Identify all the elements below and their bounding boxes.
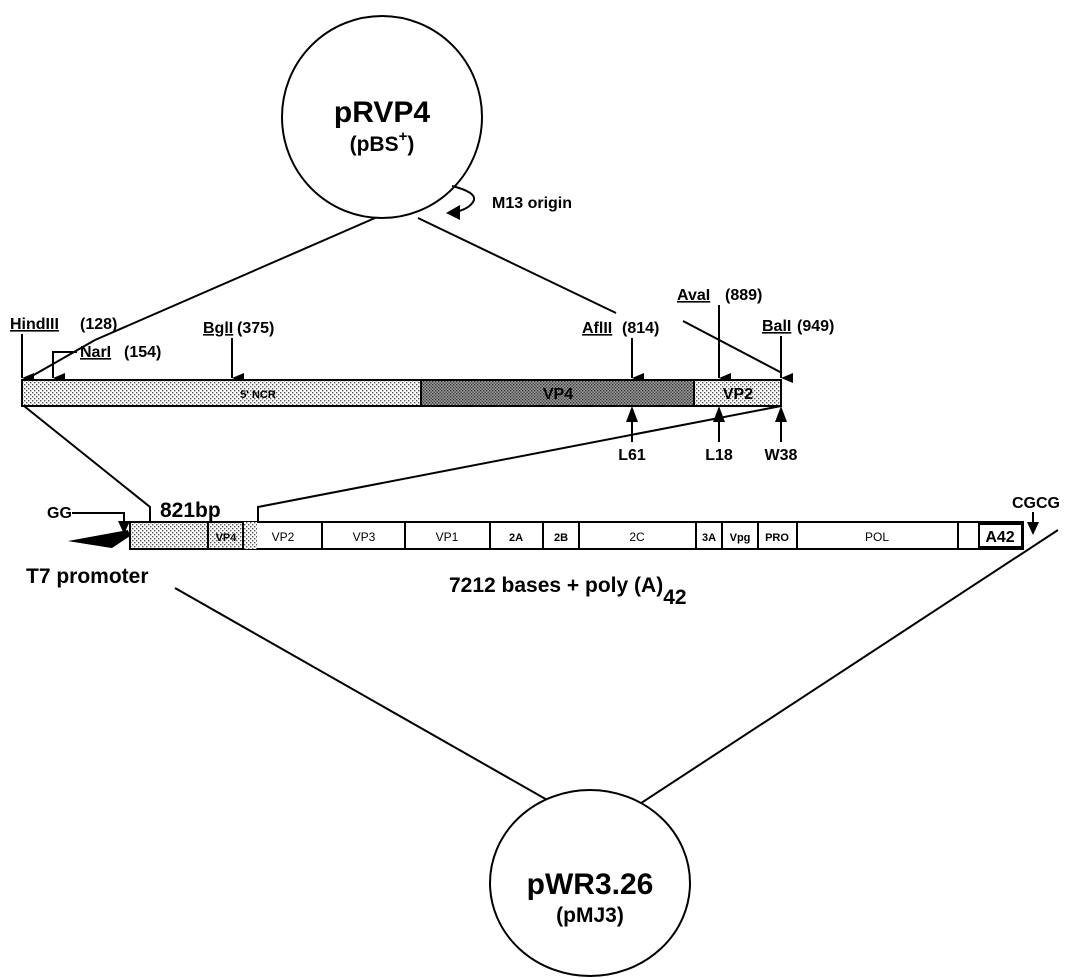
mutations: L61 L18 W38 bbox=[618, 406, 798, 464]
plasmid-pwr326: pWR3.26 (pMJ3) bbox=[489, 789, 691, 977]
genome-segment-pro-label: PRO bbox=[765, 532, 789, 544]
site-bgli-enzyme: BglI bbox=[203, 320, 233, 337]
site-hindiii-pos: (128) bbox=[80, 316, 117, 333]
plasmid-prvp4-sub: (pBS+) bbox=[350, 128, 415, 156]
mutation-w38-label: W38 bbox=[765, 447, 798, 464]
site-hindiii: HindIII (128) bbox=[10, 316, 117, 383]
site-bali: BalI (949) bbox=[762, 318, 834, 383]
gg-arrowhead bbox=[118, 521, 130, 534]
fragment-length-label: 821bp bbox=[160, 499, 221, 522]
genome-segment-polya-label: A42 bbox=[985, 529, 1014, 546]
genome-bar: VP4 VP2 VP3 VP1 2A 2B 2C 3A Vpg PRO POL … bbox=[129, 521, 1024, 550]
insert-bar: 5' NCR VP4 VP2 bbox=[21, 379, 782, 407]
site-aflii-pos: (814) bbox=[622, 320, 659, 337]
fragment-bracket-right bbox=[257, 405, 782, 522]
genome-segment-2b-label: 2B bbox=[554, 532, 568, 544]
genome-segment-vp2-stipple bbox=[243, 522, 257, 549]
genome-segment-2c-label: 2C bbox=[629, 530, 645, 544]
genome-segment-vpg-label: Vpg bbox=[730, 532, 751, 544]
mutation-w38-head bbox=[775, 406, 787, 422]
genome-segment-pol-label: POL bbox=[865, 530, 889, 544]
expansion-line-right bbox=[417, 217, 617, 314]
t7-promoter-label: T7 promoter bbox=[26, 565, 149, 588]
site-nari-arrow bbox=[52, 351, 77, 383]
expansion-line-left-2 bbox=[24, 339, 96, 381]
restriction-sites: HindIII (128) NarI (154) BglI (375) AflI… bbox=[10, 287, 834, 383]
genome-segment-2a-label: 2A bbox=[509, 532, 523, 544]
genome-segment-5ncr bbox=[129, 521, 209, 550]
m13-origin-label: M13 origin bbox=[492, 195, 572, 212]
vector-line-right bbox=[599, 529, 1059, 831]
genome-segment-vp4-label: VP4 bbox=[216, 532, 238, 544]
gg-arrow bbox=[72, 512, 125, 525]
site-bgli: BglI (375) bbox=[203, 320, 274, 383]
site-hindiii-enzyme: HindIII bbox=[10, 316, 59, 333]
insert-region-5ncr-label: 5' NCR bbox=[240, 389, 276, 401]
site-avai-enzyme: AvaI bbox=[677, 287, 710, 304]
site-nari-enzyme: NarI bbox=[80, 344, 111, 361]
gg-label: GG bbox=[47, 505, 72, 522]
mutation-l61-head bbox=[626, 406, 638, 422]
site-bgli-pos: (375) bbox=[237, 320, 274, 337]
genome-segment-polya bbox=[978, 523, 1023, 548]
site-aflii-enzyme: AflII bbox=[582, 320, 612, 337]
site-nari: NarI (154) bbox=[52, 344, 161, 383]
m13-origin-arrowhead bbox=[446, 205, 460, 220]
genome-bar-outline bbox=[129, 521, 1024, 550]
m13-origin-arc bbox=[449, 185, 476, 214]
site-bali-pos: (949) bbox=[797, 318, 834, 335]
insert-region-vp4-label: VP4 bbox=[543, 386, 573, 403]
plasmid-pwr326-name: pWR3.26 bbox=[527, 868, 654, 901]
site-aflii: AflII (814) bbox=[582, 320, 659, 383]
site-avai-pos: (889) bbox=[725, 287, 762, 304]
site-nari-pos: (154) bbox=[124, 344, 161, 361]
expansion-line-left bbox=[94, 217, 376, 341]
insert-region-5ncr bbox=[21, 379, 422, 407]
site-avai: AvaI (889) bbox=[677, 287, 762, 383]
genome-segment-3a-label: 3A bbox=[702, 532, 716, 544]
plasmid-prvp4-circle bbox=[281, 15, 483, 219]
plasmid-prvp4-name: pRVP4 bbox=[334, 96, 430, 129]
vector-line-left bbox=[174, 587, 601, 831]
mutation-l18-label: L18 bbox=[705, 447, 733, 464]
cgcg-arrowhead bbox=[1027, 522, 1039, 535]
fragment-bracket-left bbox=[23, 405, 151, 522]
plasmid-pwr326-circle bbox=[489, 789, 691, 977]
genome-segment-vp3-label: VP3 bbox=[353, 530, 376, 544]
insert-region-vp2 bbox=[693, 379, 782, 407]
cgcg-label: CGCG bbox=[1012, 495, 1060, 512]
plasmid-prvp4: pRVP4 (pBS+) M13 origin bbox=[281, 15, 572, 220]
insert-region-vp4 bbox=[420, 379, 695, 407]
plasmid-pwr326-sub: (pMJ3) bbox=[556, 904, 624, 927]
site-bali-enzyme: BalI bbox=[762, 318, 791, 335]
genome-segment-vp2-label: VP2 bbox=[272, 530, 295, 544]
t7-promoter-arrow-tail bbox=[68, 541, 118, 548]
genome-length-label: 7212 bases + poly (A)42 bbox=[449, 574, 687, 609]
genome-segment-vp1-label: VP1 bbox=[436, 530, 459, 544]
mutation-l61-label: L61 bbox=[618, 447, 646, 464]
insert-region-vp2-label: VP2 bbox=[723, 386, 753, 403]
expansion-line-right-2 bbox=[682, 320, 783, 374]
